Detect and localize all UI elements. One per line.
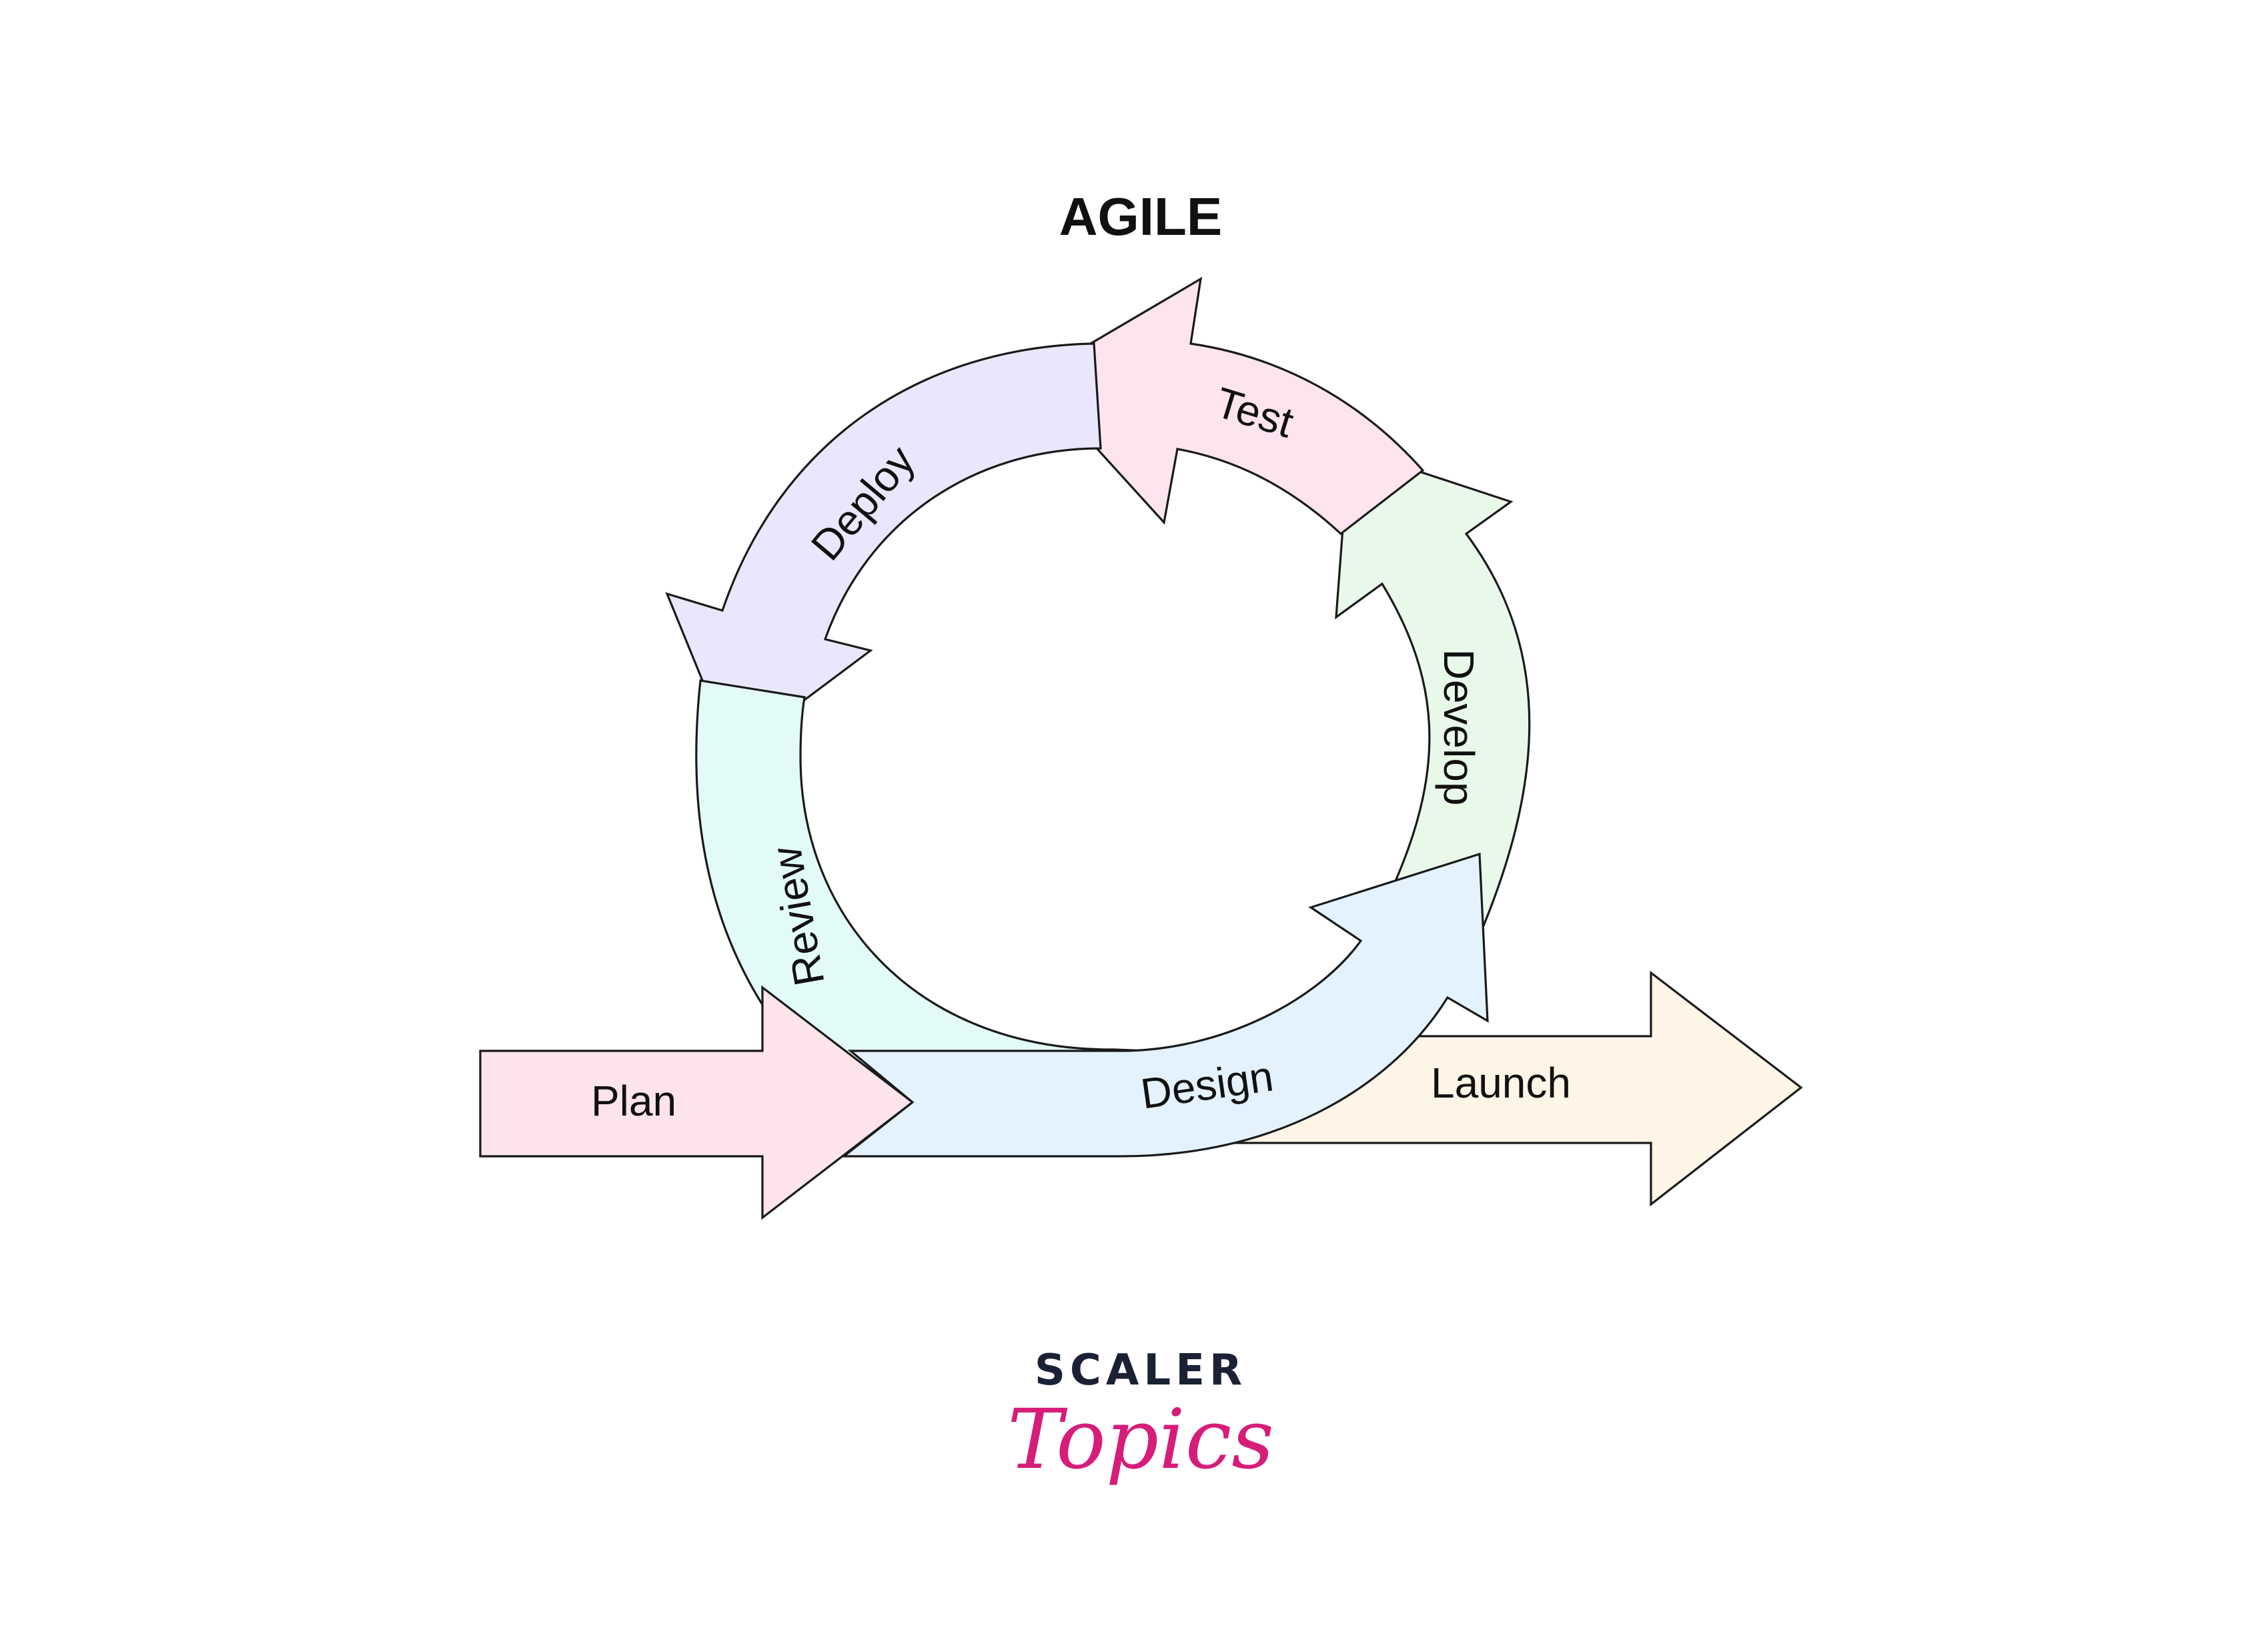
launch-label: Launch [1431,1059,1571,1107]
plan-label: Plan [591,1077,676,1125]
review-arrow [695,679,1149,1136]
logo-scaler-text: SCALER [1035,1346,1247,1395]
launch-arrow [1226,970,1803,1207]
scaler-topics-logo: SCALER Topics [1007,1346,1274,1488]
diagram-title: AGILE [1059,187,1222,246]
plan-arrow [479,985,915,1220]
develop-arrow [1335,446,1531,937]
design-arrow [840,852,1489,1158]
test-arrow [1031,276,1425,536]
logo-topics-text: Topics [1007,1392,1274,1488]
develop-label: Develop [1435,649,1483,806]
deploy-arrow [665,342,1102,756]
